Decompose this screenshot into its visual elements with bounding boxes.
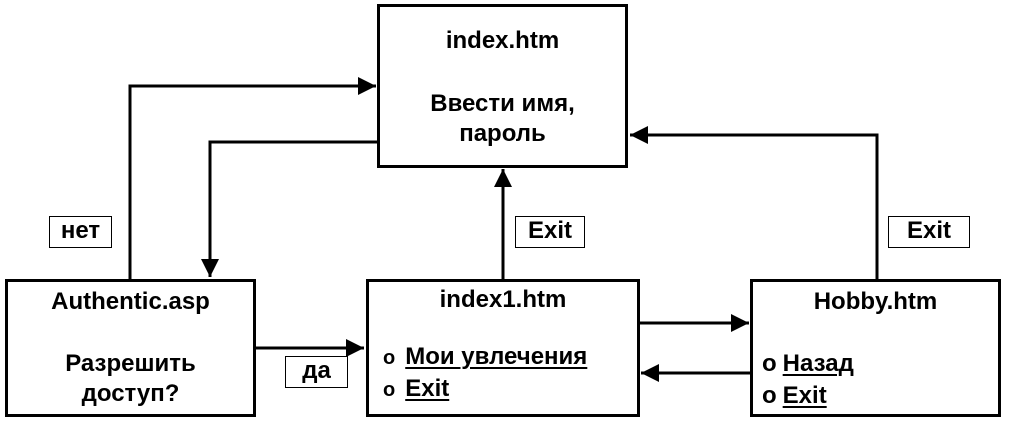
node-index-title: index.htm bbox=[445, 27, 560, 54]
node-authentic-title: Authentic.asp bbox=[51, 288, 210, 315]
edge-label-no: нет bbox=[49, 216, 112, 248]
bullet-icon: o bbox=[383, 379, 396, 401]
edge-hobby-to-index-exit bbox=[630, 126, 879, 280]
node-hobby-title: Hobby.htm bbox=[813, 288, 938, 315]
edge-label-exit-hobby: Exit bbox=[888, 216, 970, 248]
bullet-icon: o bbox=[762, 350, 777, 377]
link-exit[interactable]: Exit bbox=[405, 375, 450, 402]
node-index: index.htm Ввести имя, пароль bbox=[377, 4, 628, 168]
edge-label-exit-index1: Exit bbox=[515, 216, 585, 248]
node-authentic-body: Разрешить доступ? bbox=[8, 349, 253, 409]
node-authentic: Authentic.asp Разрешить доступ? bbox=[5, 279, 256, 417]
node-index-body-line1: Ввести имя, bbox=[430, 90, 575, 117]
node-authentic-body-line1: Разрешить bbox=[65, 350, 196, 377]
node-index1-item-hobbies[interactable]: o Мои увлечения bbox=[383, 343, 587, 371]
node-index-body: Ввести имя, пароль bbox=[380, 89, 625, 149]
bullet-icon: o bbox=[762, 382, 777, 409]
edge-label-yes: да bbox=[285, 356, 348, 388]
node-index1-title: index1.htm bbox=[439, 286, 567, 313]
edge-index-to-authentic bbox=[201, 140, 378, 277]
edge-authentic-to-index-no bbox=[128, 77, 376, 280]
node-index1-item-exit[interactable]: o Exit bbox=[383, 375, 449, 403]
link-back[interactable]: Назад bbox=[782, 350, 854, 377]
link-exit[interactable]: Exit bbox=[782, 382, 827, 409]
link-hobbies[interactable]: Мои увлечения bbox=[405, 343, 588, 370]
node-index-body-line2: пароль bbox=[459, 120, 546, 147]
bullet-icon: o bbox=[383, 347, 396, 369]
node-authentic-body-line2: доступ? bbox=[81, 380, 180, 407]
